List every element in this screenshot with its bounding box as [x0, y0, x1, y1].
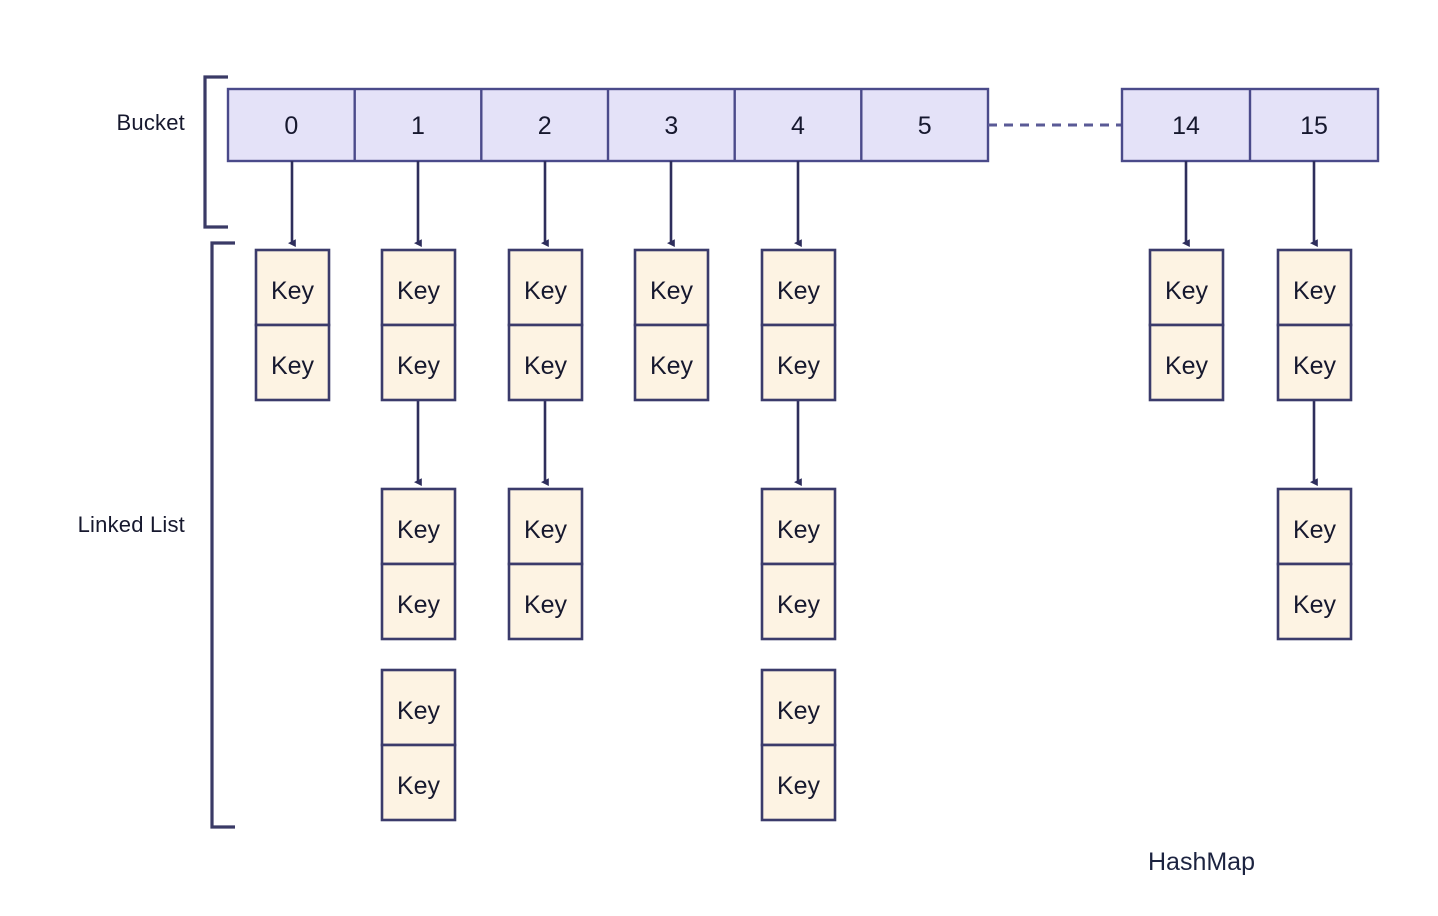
- bucket-cell-1[interactable]: 1: [411, 112, 425, 140]
- key-cell-label: Key: [777, 697, 821, 725]
- key-cell-label: Key: [397, 772, 441, 800]
- key-node-b4-n3[interactable]: Key Key: [760, 668, 837, 822]
- key-cell-label: Key: [397, 277, 441, 305]
- key-cell-label: Key: [524, 516, 568, 544]
- key-cell-label: Key: [524, 591, 568, 619]
- key-cell-label: Key: [1293, 591, 1337, 619]
- key-cell-label: Key: [524, 352, 568, 380]
- bucket-cell-3[interactable]: 3: [664, 112, 678, 140]
- linked-list-label: Linked List: [77, 512, 185, 537]
- key-cell-label: Key: [271, 352, 315, 380]
- key-node-b1-n3[interactable]: Key Key: [380, 668, 457, 822]
- key-cell-label: Key: [777, 591, 821, 619]
- key-node-b4-n2[interactable]: Key Key: [760, 487, 837, 641]
- key-node-b2-n2[interactable]: Key Key: [507, 487, 584, 641]
- key-cell-label: Key: [777, 277, 821, 305]
- bucket-to-node-arrows: [288, 161, 1318, 248]
- key-cell-label: Key: [777, 516, 821, 544]
- bucket-cell-0[interactable]: 0: [284, 112, 298, 140]
- key-cell-label: Key: [1165, 352, 1209, 380]
- key-cell-label: Key: [524, 277, 568, 305]
- key-node-b4-n1[interactable]: Key Key: [760, 248, 837, 402]
- key-node-b15-n1[interactable]: Key Key: [1276, 248, 1353, 402]
- bucket-bracket: [203, 75, 228, 229]
- key-node-b14-n1[interactable]: Key Key: [1148, 248, 1225, 402]
- key-cell-label: Key: [1293, 516, 1337, 544]
- bucket-cell-2[interactable]: 2: [538, 112, 552, 140]
- key-cell-label: Key: [397, 591, 441, 619]
- chain-arrows: [414, 400, 1318, 487]
- key-cell-label: Key: [1293, 277, 1337, 305]
- key-node-b15-n2[interactable]: Key Key: [1276, 487, 1353, 641]
- key-cell-label: Key: [650, 277, 694, 305]
- key-cell-label: Key: [397, 516, 441, 544]
- key-cell-label: Key: [1293, 352, 1337, 380]
- key-cell-label: Key: [271, 277, 315, 305]
- key-cell-label: Key: [777, 772, 821, 800]
- linked-list-bracket: [210, 241, 235, 829]
- key-node-b0-n1[interactable]: Key Key: [254, 248, 331, 402]
- key-cell-label: Key: [1165, 277, 1209, 305]
- key-cell-label: Key: [777, 352, 821, 380]
- bucket-cell-15[interactable]: 15: [1300, 112, 1328, 140]
- key-node-b1-n2[interactable]: Key Key: [380, 487, 457, 641]
- key-cell-label: Key: [650, 352, 694, 380]
- bucket-row-right: 14 15: [1120, 87, 1380, 163]
- bucket-cell-4[interactable]: 4: [791, 112, 805, 140]
- bucket-row-left: 0 1 2 3 4 5: [226, 87, 990, 163]
- bucket-label: Bucket: [116, 110, 185, 135]
- bucket-cell-5[interactable]: 5: [918, 112, 932, 140]
- key-cell-label: Key: [397, 352, 441, 380]
- bucket-cell-14[interactable]: 14: [1172, 112, 1200, 140]
- hashmap-title: HashMap: [1148, 848, 1255, 876]
- key-node-b3-n1[interactable]: Key Key: [633, 248, 710, 402]
- key-cell-label: Key: [397, 697, 441, 725]
- key-node-b1-n1[interactable]: Key Key: [380, 248, 457, 402]
- key-node-b2-n1[interactable]: Key Key: [507, 248, 584, 402]
